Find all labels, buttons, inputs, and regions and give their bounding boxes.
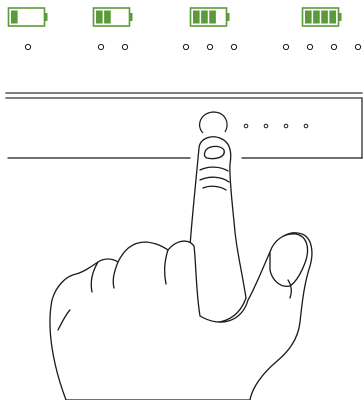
- indicator-dot: [183, 44, 188, 49]
- indicator-dot: [283, 44, 288, 49]
- battery-icon-level-4: [303, 8, 342, 26]
- pointing-finger-icon: [50, 137, 312, 400]
- indicator-dot: [231, 44, 236, 49]
- battery-icon-level-1: [9, 8, 48, 26]
- battery-charge-segment: [209, 11, 216, 24]
- battery-charge-segment: [329, 11, 336, 24]
- indicator-dot: [25, 44, 30, 49]
- battery-charge-segment: [193, 11, 200, 24]
- indicator-dot: [122, 44, 127, 49]
- device-indicator-dot: [244, 124, 248, 128]
- indicator-dot: [331, 44, 336, 49]
- battery-charge-segment: [305, 11, 312, 24]
- indicator-dot: [307, 44, 312, 49]
- circle-button-icon[interactable]: [200, 112, 227, 133]
- indicator-dot: [207, 44, 212, 49]
- battery-charge-segment: [321, 11, 328, 24]
- device-body: [6, 93, 362, 158]
- battery-charge-segment: [96, 11, 103, 24]
- battery-terminal: [227, 13, 230, 21]
- battery-charge-segment: [201, 11, 208, 24]
- device-indicator-dots: [244, 124, 308, 128]
- indicator-dot: [355, 44, 360, 49]
- battery-terminal: [130, 13, 133, 21]
- battery-charge-segment: [313, 11, 320, 24]
- battery-icon-level-3: [191, 8, 230, 26]
- device-indicator-dot: [284, 124, 288, 128]
- battery-charge-segment: [104, 11, 111, 24]
- battery-level-legend: [9, 8, 361, 50]
- battery-terminal: [339, 13, 342, 21]
- indicator-dot: [98, 44, 103, 49]
- device-indicator-dot: [304, 124, 308, 128]
- device-indicator-dot: [264, 124, 268, 128]
- battery-icon-level-2: [94, 8, 133, 26]
- battery-charge-segment: [11, 11, 18, 24]
- battery-terminal: [45, 13, 48, 21]
